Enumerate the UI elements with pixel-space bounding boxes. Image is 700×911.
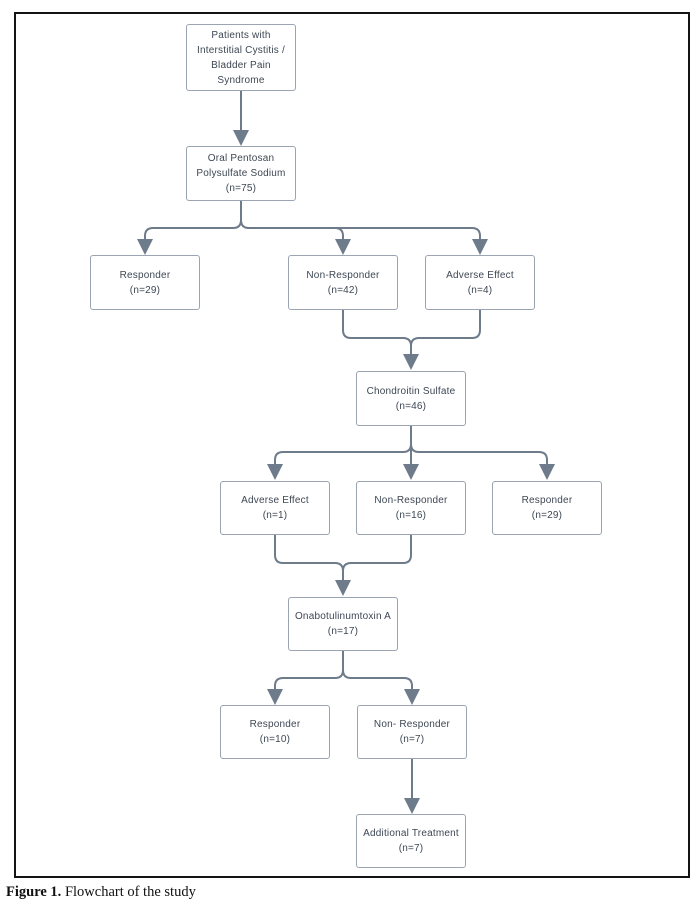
- node-title: Responder: [521, 495, 573, 506]
- node-non-responder-1: Non-Responder (n=42): [288, 255, 398, 310]
- node-title: Adverse Effect: [446, 269, 514, 281]
- node-count: (n=10): [259, 734, 291, 745]
- node-onabotulinumtoxin-label: Onabotulinumtoxin A (n=17): [289, 609, 397, 639]
- node-count: (n=7): [399, 734, 425, 745]
- node-responder-1-label: Responder (n=29): [91, 268, 199, 298]
- node-non-responder-2: Non-Responder (n=16): [356, 481, 466, 535]
- node-title: Non- Responder: [373, 719, 451, 730]
- node-title: Responder: [119, 269, 171, 281]
- node-responder-1: Responder (n=29): [90, 255, 200, 310]
- node-non-responder-1-label: Non-Responder (n=42): [289, 268, 397, 298]
- figure-frame: [14, 12, 690, 878]
- node-responder-3-label: Responder (n=10): [221, 717, 329, 747]
- node-count: (n=29): [531, 510, 563, 521]
- node-adverse-effect-1-label: Adverse Effect (n=4): [426, 268, 534, 298]
- node-count: (n=16): [395, 510, 427, 521]
- node-title: Additional Treatment: [363, 828, 459, 839]
- node-count: (n=17): [327, 626, 359, 637]
- figure-caption-label: Figure 1.: [6, 884, 62, 900]
- node-patients: Patients with Interstitial Cystitis / Bl…: [186, 24, 296, 91]
- node-responder-2-label: Responder (n=29): [493, 493, 601, 523]
- node-title: Chondroitin Sulfate: [366, 385, 456, 397]
- node-adverse-effect-2: Adverse Effect (n=1): [220, 481, 330, 535]
- node-title: Non-Responder: [306, 269, 380, 281]
- node-onabotulinumtoxin: Onabotulinumtoxin A (n=17): [288, 597, 398, 651]
- node-count: (n=7): [398, 843, 424, 854]
- node-title: Oral Pentosan Polysulfate Sodium: [196, 153, 286, 179]
- node-patients-label: Patients with Interstitial Cystitis / Bl…: [187, 28, 295, 88]
- node-title: Adverse Effect: [241, 495, 309, 506]
- node-pentosan: Oral Pentosan Polysulfate Sodium (n=75): [186, 146, 296, 201]
- node-non-responder-3: Non- Responder (n=7): [357, 705, 467, 759]
- node-count: (n=29): [129, 284, 161, 296]
- figure-caption: Figure 1. Flowchart of the study: [6, 884, 196, 901]
- node-title: Patients with Interstitial Cystitis / Bl…: [197, 29, 285, 86]
- node-chondroitin: Chondroitin Sulfate (n=46): [356, 371, 466, 426]
- node-responder-3: Responder (n=10): [220, 705, 330, 759]
- node-count: (n=4): [467, 284, 493, 296]
- node-count: (n=42): [327, 284, 359, 296]
- node-adverse-effect-1: Adverse Effect (n=4): [425, 255, 535, 310]
- node-non-responder-3-label: Non- Responder (n=7): [358, 717, 466, 747]
- node-count: (n=46): [395, 400, 427, 412]
- node-chondroitin-label: Chondroitin Sulfate (n=46): [357, 384, 465, 414]
- node-title: Non-Responder: [374, 495, 448, 506]
- node-title: Onabotulinumtoxin A: [294, 611, 392, 622]
- node-additional-treatment-label: Additional Treatment (n=7): [357, 826, 465, 856]
- node-additional-treatment: Additional Treatment (n=7): [356, 814, 466, 868]
- figure-caption-text: Flowchart of the study: [64, 884, 196, 900]
- node-title: Responder: [249, 719, 301, 730]
- node-responder-2: Responder (n=29): [492, 481, 602, 535]
- node-non-responder-2-label: Non-Responder (n=16): [357, 493, 465, 523]
- node-count: (n=1): [262, 510, 288, 521]
- node-count: (n=75): [225, 183, 257, 194]
- node-adverse-effect-2-label: Adverse Effect (n=1): [221, 493, 329, 523]
- node-pentosan-label: Oral Pentosan Polysulfate Sodium (n=75): [187, 151, 295, 196]
